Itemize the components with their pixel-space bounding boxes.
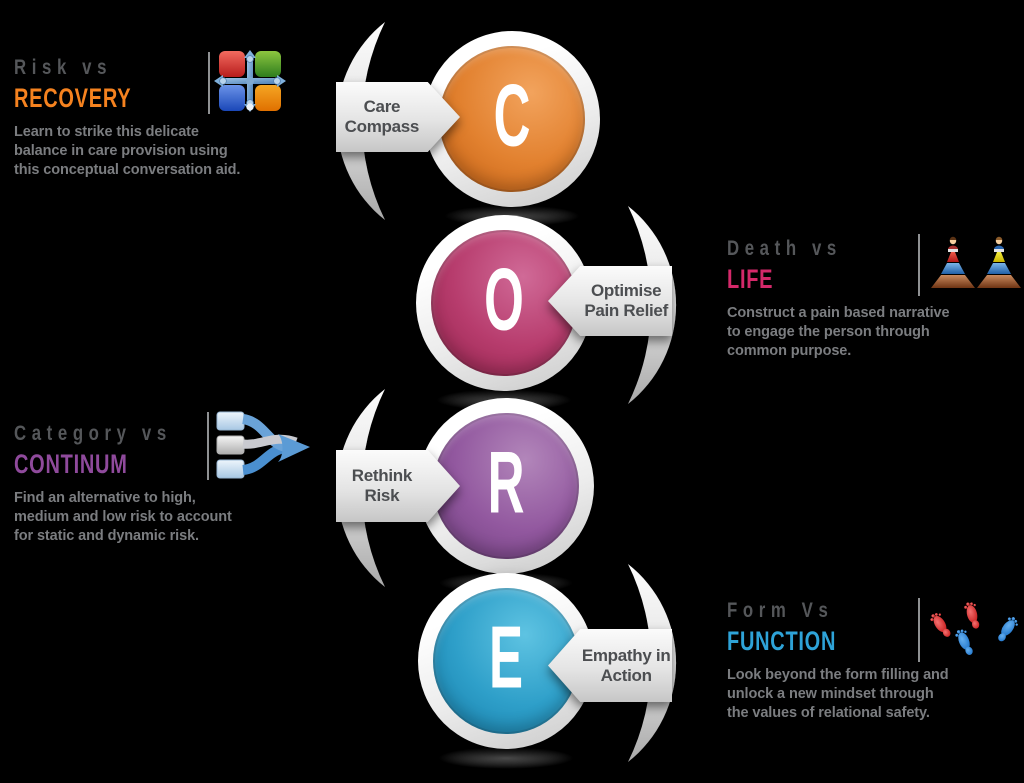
block-body: Construct a pain based narrative to enga… [727, 304, 950, 361]
body-line: the values of relational safety. [727, 705, 930, 721]
label-arrow-optimise-pain-relief: Optimise Pain Relief [548, 266, 672, 336]
block-subtitle: FUNCTION [727, 626, 837, 656]
arrow-label: Rethink Risk [351, 466, 413, 505]
body-line: balance in care provision using [14, 143, 228, 159]
block-title: Death vs [727, 237, 842, 260]
info-block-death-life: Death vs LIFE Construct a pain based nar… [727, 237, 950, 361]
arrow-label: Empathy in Action [581, 645, 671, 685]
merge-arrows-icon [216, 411, 310, 479]
node-letter: O [484, 249, 524, 349]
block-subtitle: CONTINUM [14, 449, 128, 479]
block-body: Learn to strike this delicate balance in… [14, 123, 240, 180]
node-letter: C [493, 65, 531, 165]
divider-line [208, 52, 210, 114]
divider-line [918, 598, 920, 662]
core-node-optimise-pain-relief: O [416, 215, 592, 391]
divider-line [918, 234, 920, 296]
node-letter: R [487, 432, 525, 532]
arrow-shape: Rethink Risk [336, 450, 460, 522]
arrow-label: Optimise Pain Relief [584, 281, 668, 320]
block-body: Look beyond the form filling and unlock … [727, 666, 949, 723]
footprints-icon [930, 602, 1018, 655]
body-line: Look beyond the form filling and [727, 667, 949, 683]
label-arrow-rethink-risk: Rethink Risk [336, 450, 460, 522]
block-title: Category vs [14, 422, 172, 445]
stacked-pyramid-people-icon [931, 236, 1021, 288]
body-line: unlock a new mindset through [727, 686, 934, 702]
body-line: Learn to strike this delicate [14, 124, 199, 140]
label-arrow-empathy-in-action: Empathy in Action [548, 629, 672, 702]
block-title: Risk vs [14, 56, 113, 79]
reflection [438, 747, 574, 769]
info-block-category-continum: Category vs CONTINUM Find an alternative… [14, 422, 232, 546]
arrow-shape: Optimise Pain Relief [548, 266, 672, 336]
arrow-shape: Empathy in Action [548, 629, 672, 702]
block-subtitle: LIFE [727, 264, 774, 294]
body-line: Construct a pain based narrative [727, 305, 950, 321]
body-line: to engage the person through [727, 324, 930, 340]
divider-line [207, 412, 209, 480]
node-circle: C [439, 46, 585, 192]
body-line: for static and dynamic risk. [14, 528, 199, 544]
body-line: common purpose. [727, 343, 852, 359]
block-body: Find an alternative to high, medium and … [14, 489, 232, 546]
move-compass-icon [214, 50, 286, 112]
node-letter: E [488, 607, 524, 707]
arrow-shape: Care Compass [336, 82, 460, 152]
info-block-form-function: Form Vs FUNCTION Look beyond the form fi… [727, 599, 949, 723]
label-arrow-care-compass: Care Compass [336, 82, 460, 152]
arrow-label: Care Compass [344, 97, 420, 136]
body-line: medium and low risk to account [14, 509, 232, 525]
block-subtitle: RECOVERY [14, 83, 132, 113]
body-line: this conceptual conversation aid. [14, 162, 241, 178]
block-title: Form Vs [727, 599, 834, 622]
body-line: Find an alternative to high, [14, 490, 196, 506]
info-block-risk-recovery: Risk vs RECOVERY Learn to strike this de… [14, 56, 240, 180]
